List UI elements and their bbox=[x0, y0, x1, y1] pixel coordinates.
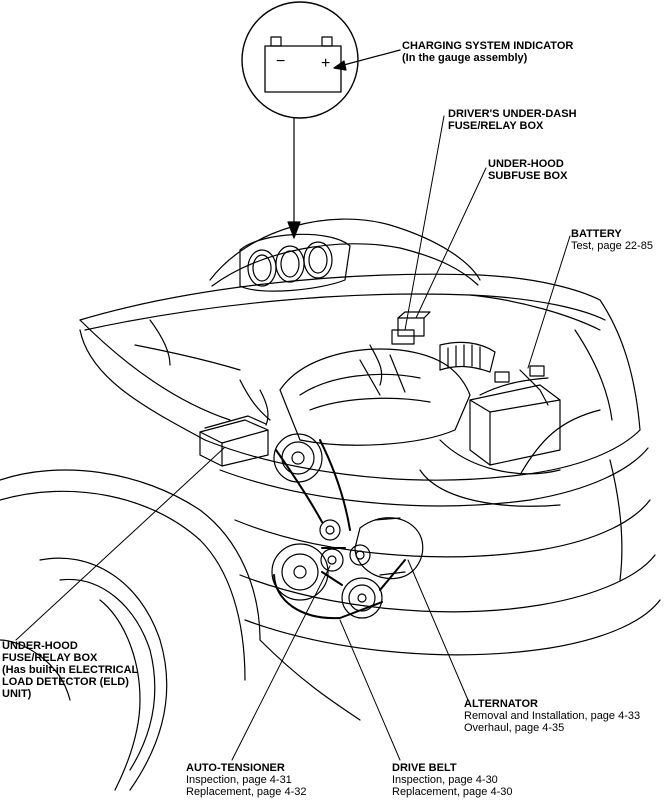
battery-warning-icon: − + bbox=[264, 36, 342, 93]
label-title: DRIVER'S UNDER-DASH bbox=[448, 108, 577, 120]
page-reference: Replacement, page 4-30 bbox=[392, 786, 513, 798]
engine-components bbox=[199, 311, 561, 620]
label-title: DRIVE BELT bbox=[392, 762, 457, 774]
label-title: CHARGING SYSTEM INDICATOR bbox=[402, 40, 574, 52]
page-reference: Removal and Installation, page 4-33 bbox=[464, 710, 641, 722]
minus-symbol: − bbox=[276, 53, 285, 70]
label-title: FUSE/RELAY BOX bbox=[2, 652, 98, 664]
underhood-fuse-box-label: UNDER-HOOD FUSE/RELAY BOX (Has built-in … bbox=[2, 640, 138, 700]
label-title: LOAD DETECTOR (ELD) bbox=[2, 676, 129, 688]
drive-belt-label: DRIVE BELT Inspection, page 4-30 Replace… bbox=[392, 762, 512, 798]
label-title: (In the gauge assembly) bbox=[402, 52, 528, 64]
subfuse-box-label: UNDER-HOOD SUBFUSE BOX bbox=[488, 158, 567, 182]
label-title: SUBFUSE BOX bbox=[488, 170, 568, 182]
drivers-fuse-box-label: DRIVER'S UNDER-DASH FUSE/RELAY BOX bbox=[448, 108, 577, 132]
label-title: UNIT) bbox=[2, 688, 32, 700]
label-title: UNDER-HOOD bbox=[488, 158, 564, 170]
page-reference: Inspection, page 4-30 bbox=[392, 774, 498, 786]
auto-tensioner-label: AUTO-TENSIONER Inspection, page 4-31 Rep… bbox=[186, 762, 306, 798]
callout-leaders bbox=[15, 115, 571, 761]
page-reference: Overhaul, page 4-35 bbox=[464, 722, 565, 734]
label-title: UNDER-HOOD bbox=[2, 640, 78, 652]
label-title: FUSE/RELAY BOX bbox=[448, 120, 544, 132]
plus-symbol: + bbox=[321, 55, 330, 72]
label-title: ALTERNATOR bbox=[464, 698, 538, 710]
page-reference: Replacement, page 4-32 bbox=[186, 786, 307, 798]
page-reference: Inspection, page 4-31 bbox=[186, 774, 292, 786]
label-title: (Has built-in ELECTRICAL bbox=[2, 664, 139, 676]
label-title: BATTERY bbox=[571, 228, 622, 240]
battery-label: BATTERY Test, page 22-85 bbox=[571, 228, 653, 252]
page-reference: Test, page 22-85 bbox=[571, 240, 653, 252]
label-title: AUTO-TENSIONER bbox=[186, 762, 285, 774]
charging-indicator-magnifier: − + bbox=[241, 1, 401, 239]
alternator-label: ALTERNATOR Removal and Installation, pag… bbox=[464, 698, 640, 734]
charging-indicator-label: CHARGING SYSTEM INDICATOR (In the gauge … bbox=[402, 40, 573, 64]
vehicle-body bbox=[0, 218, 661, 791]
